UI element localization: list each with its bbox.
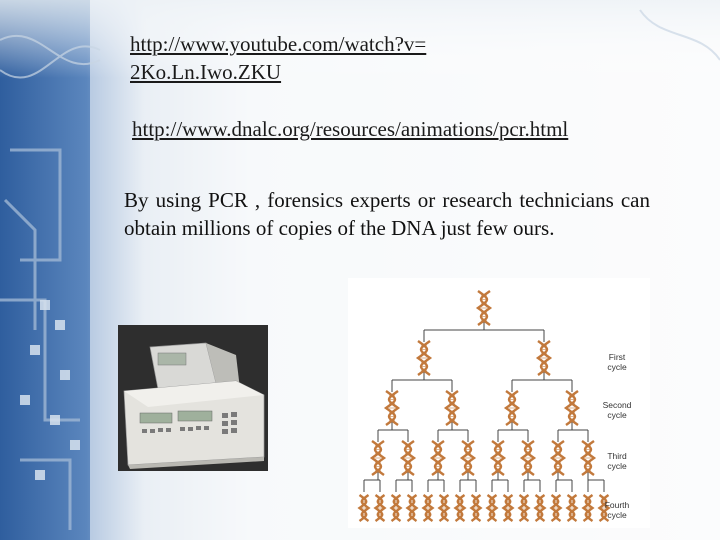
dna-helix <box>549 440 567 476</box>
pcr-machine-image <box>118 325 268 471</box>
dna-helix <box>489 440 507 476</box>
dna-helix <box>469 494 483 522</box>
youtube-link-line2[interactable]: 2Ko.Ln.Iwo.ZKU <box>130 60 282 84</box>
dna-helix <box>519 440 537 476</box>
dna-helix <box>565 494 579 522</box>
dna-helix <box>579 440 597 476</box>
dna-helix <box>453 494 467 522</box>
dna-helix <box>563 390 581 426</box>
dna-helix <box>475 290 493 326</box>
dna-helix <box>549 494 563 522</box>
dna-helix <box>399 440 417 476</box>
dna-helix <box>373 494 387 522</box>
dnalc-link[interactable]: http://www.dnalc.org/resources/animation… <box>132 117 569 141</box>
dna-helix <box>459 440 477 476</box>
dna-helix <box>503 390 521 426</box>
dna-helix <box>517 494 531 522</box>
dna-helix <box>415 340 433 376</box>
body-paragraph: By using PCR , forensics experts or rese… <box>124 188 650 240</box>
dna-helix <box>429 440 447 476</box>
dna-helix <box>581 494 595 522</box>
dna-helix <box>369 440 387 476</box>
dna-helix <box>437 494 451 522</box>
dna-helix <box>535 340 553 376</box>
dna-helix <box>485 494 499 522</box>
dna-helix <box>501 494 515 522</box>
dna-helix <box>357 494 371 522</box>
dna-helix <box>383 390 401 426</box>
dna-helix <box>389 494 403 522</box>
dna-helix <box>405 494 419 522</box>
youtube-link-line1[interactable]: http://www.youtube.com/watch?v= <box>130 32 427 56</box>
dna-helix <box>443 390 461 426</box>
dna-helix <box>421 494 435 522</box>
dna-helix <box>597 494 611 522</box>
pcr-tree-svg <box>357 290 611 522</box>
dna-helix <box>533 494 547 522</box>
